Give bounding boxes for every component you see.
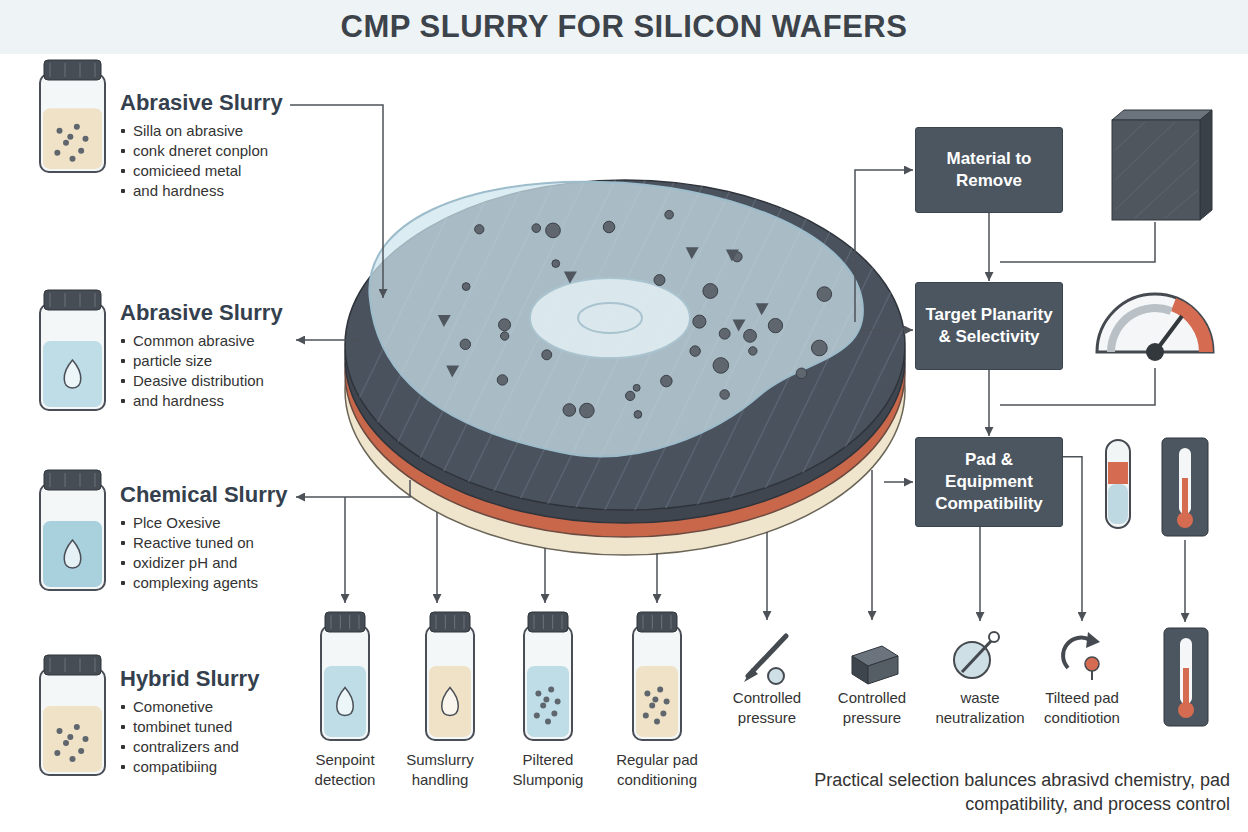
jar-icon bbox=[426, 612, 474, 740]
slurry-card: Hybrid SlurryComonetivetombinet tunedcon… bbox=[120, 666, 300, 777]
sponge-icon bbox=[852, 646, 898, 684]
bullet-text: Reactive tuned on bbox=[120, 533, 300, 553]
bullet-text: oxidizer pH and bbox=[120, 553, 300, 573]
tilt-arrow-icon bbox=[1063, 632, 1100, 680]
bullet-text: contralizers and bbox=[120, 737, 300, 757]
node-label: Controlled pressure bbox=[827, 688, 917, 728]
thermometer-icon bbox=[1162, 438, 1208, 536]
jar-icon bbox=[633, 612, 681, 740]
node-label: Sumslurry handling bbox=[395, 750, 485, 790]
process-box: Target Planarity & Selectivity bbox=[915, 282, 1063, 370]
process-box: Material to Remove bbox=[915, 127, 1063, 213]
jar-icon bbox=[40, 655, 105, 775]
jar-icon bbox=[40, 470, 105, 590]
process-step: Controlled pressure bbox=[827, 622, 917, 728]
material-block bbox=[1112, 110, 1212, 220]
node-label: Target Planarity & Selectivity bbox=[924, 304, 1054, 348]
node-label: Pad & Equipment Compatibility bbox=[924, 449, 1054, 515]
bullet-text: Common abrasive bbox=[120, 331, 300, 351]
connector-arrow bbox=[988, 213, 990, 281]
probe-icon bbox=[954, 632, 999, 678]
node-label: Material to Remove bbox=[924, 148, 1054, 192]
bullet-text: particle size bbox=[120, 351, 300, 371]
pencil-icon bbox=[744, 636, 786, 684]
process-step: Piltered Slumponig bbox=[498, 605, 598, 790]
jar-icons bbox=[40, 60, 681, 775]
bullet-text: Silla on abrasive bbox=[120, 121, 300, 141]
title: CMP SLURRY FOR SILICON WAFERS bbox=[0, 9, 1248, 45]
jar-icon bbox=[321, 612, 369, 740]
bullet-text: complexing agents bbox=[120, 573, 300, 593]
slurry-card: Abrasive SlurryCommon abrasiveparticle s… bbox=[120, 300, 300, 411]
wafer-stripes bbox=[300, 170, 1100, 520]
gauge-icon bbox=[1097, 294, 1213, 361]
node-label: Regular pad conditioning bbox=[602, 750, 712, 790]
bullet-text: Plce Oxesive bbox=[120, 513, 300, 533]
process-step: Regular pad conditioning bbox=[602, 605, 712, 790]
node-label: Controlled pressure bbox=[722, 688, 812, 728]
bullet-text: conk dneret conplon bbox=[120, 141, 300, 161]
jar-icon bbox=[40, 290, 105, 410]
abrasive-particles bbox=[438, 210, 832, 418]
process-step: Senpoint detection bbox=[290, 605, 400, 790]
slurry-ring bbox=[578, 303, 642, 333]
bullet-text: Deasive distribution bbox=[120, 371, 300, 391]
node-label: Piltered Slumponig bbox=[498, 750, 598, 790]
connector-arrow bbox=[988, 370, 990, 436]
node-label: waste neutralization bbox=[925, 688, 1035, 728]
connector-arrow bbox=[1063, 457, 1082, 621]
bullet-text: comicieed metal bbox=[120, 161, 300, 181]
card-heading: Chemical Slurry bbox=[120, 482, 300, 508]
card-heading: Abrasive Slurry bbox=[120, 300, 300, 326]
process-box: Pad & Equipment Compatibility bbox=[915, 437, 1063, 527]
process-step: Tilteed pad conditiotion bbox=[1030, 622, 1134, 728]
jar-icon bbox=[524, 612, 572, 740]
thermometer-icon bbox=[1164, 628, 1208, 726]
slurry-film bbox=[369, 182, 863, 457]
jar-icon bbox=[40, 60, 105, 172]
slurry-ring bbox=[530, 278, 690, 358]
bullet-text: and hardness bbox=[120, 181, 300, 201]
process-step: Controlled pressure bbox=[722, 622, 812, 728]
process-step: Sumslurry handling bbox=[395, 605, 485, 790]
card-heading: Hybrid Slurry bbox=[120, 666, 300, 692]
process-step: waste neutralization bbox=[925, 622, 1035, 728]
bullet-text: compatibiing bbox=[120, 757, 300, 777]
bullet-text: and hardness bbox=[120, 391, 300, 411]
tube-icon bbox=[1106, 440, 1130, 528]
leader-lines bbox=[290, 105, 1185, 622]
caption: Practical selection balunces abrasivd ch… bbox=[710, 768, 1230, 816]
card-heading: Abrasive Slurry bbox=[120, 90, 300, 116]
slurry-card: Abrasive SlurrySilla on abrasiveconk dne… bbox=[120, 90, 300, 201]
node-label: Tilteed pad conditiotion bbox=[1030, 688, 1134, 728]
bullet-text: tombinet tuned bbox=[120, 717, 300, 737]
bullet-text: Comonetive bbox=[120, 697, 300, 717]
node-label: Senpoint detection bbox=[290, 750, 400, 790]
wafer-surface bbox=[345, 180, 905, 510]
slurry-card: Chemical SlurryPlce OxesiveReactive tune… bbox=[120, 482, 300, 593]
connector-arrow bbox=[979, 527, 981, 621]
